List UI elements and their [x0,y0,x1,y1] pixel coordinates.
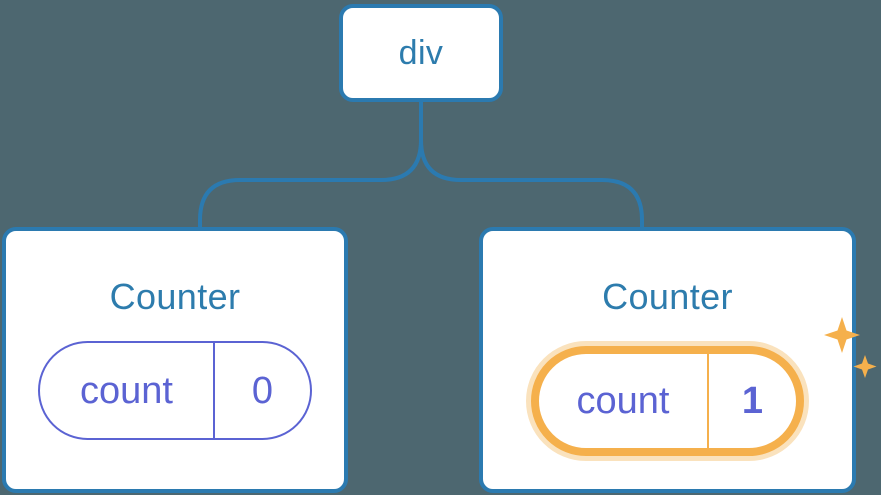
state-pill-right[interactable]: count 1 [531,346,804,456]
state-value-right: 1 [707,354,796,448]
state-pill-left-wrapper: count 0 [38,341,312,440]
sparkle-small-icon [853,355,877,378]
state-key-right: count [576,380,670,422]
node-root-div[interactable]: div [339,4,503,102]
node-counter-left-label: Counter [109,276,241,317]
state-key-left: count [80,369,173,412]
node-counter-left[interactable]: Counter count 0 [2,227,348,493]
sparkle-large-icon [824,317,860,353]
node-counter-right[interactable]: Counter count 1 [479,227,877,493]
state-pill-left[interactable]: count 0 [38,341,312,440]
sparkles-group [824,317,877,378]
state-pill-right-wrapper: count 1 [526,317,877,461]
node-root-label: div [398,34,444,72]
state-value-left: 0 [213,343,310,438]
node-counter-right-label: Counter [602,276,733,317]
